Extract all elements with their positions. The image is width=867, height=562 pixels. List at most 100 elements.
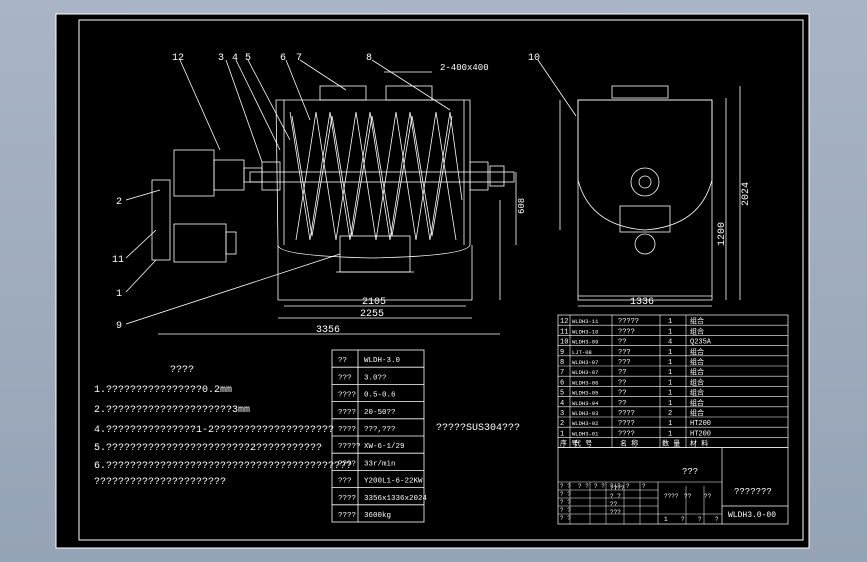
title-center: ??? xyxy=(682,467,698,477)
tb-scale-cell: ?? xyxy=(684,493,692,500)
bom-material: 组合 xyxy=(690,367,704,377)
bom-qty: 1 xyxy=(668,390,672,398)
tb-small-num: ? xyxy=(698,516,702,523)
tb-row-label: ? ? xyxy=(560,499,571,506)
tb-scale-cell: ???? xyxy=(664,493,679,500)
spec-label: ??? xyxy=(338,374,352,382)
spec-value: 20-50?? xyxy=(364,409,396,417)
tb-mid-cell: ? ? xyxy=(578,483,589,490)
spec-value: 33r/min xyxy=(364,460,396,468)
spec-value: XW-6-1/29 xyxy=(364,443,405,451)
part-labels: 12 3 4 5 6 7 8 10 2 11 1 9 xyxy=(112,53,540,332)
side-view xyxy=(537,59,741,307)
ribbon-agitator xyxy=(289,111,463,241)
side-bearing xyxy=(630,167,660,197)
bom-name: ?? xyxy=(618,369,626,377)
dimensions: 2-400x400 2105 2255 3356 1336 608 1200 2… xyxy=(316,63,752,336)
trough-outline xyxy=(275,99,471,259)
bom-qty: 1 xyxy=(668,369,672,377)
spec-label: ???? xyxy=(338,409,356,417)
tb-mid-label: ??? xyxy=(610,509,621,516)
right-bearing xyxy=(469,161,489,191)
bom-name: ????? xyxy=(618,318,639,326)
title-right: ??????? xyxy=(734,487,772,497)
bom-item-no: 7 xyxy=(560,369,564,377)
label-11: 11 xyxy=(112,255,124,266)
tb-row-label: ? ? xyxy=(560,483,571,490)
note-5: 6.??????????????????????????????????????… xyxy=(94,461,352,472)
label-3: 3 xyxy=(218,53,224,64)
tb-mid-cell: ?|? xyxy=(610,483,621,490)
bom-header-cell: 名 称 xyxy=(620,439,638,449)
bom-name: ?? xyxy=(618,339,626,347)
bom-qty: 1 xyxy=(668,420,672,428)
spec-label: ???? xyxy=(338,495,356,503)
label-5: 5 xyxy=(245,53,251,64)
bom-code: WLDH3-03 xyxy=(572,410,598,417)
note-6: ?????????????????????? xyxy=(94,477,226,488)
label-6: 6 xyxy=(280,53,286,64)
tb-mid-label: ? ? xyxy=(610,493,621,500)
bom-material: 组合 xyxy=(690,347,704,357)
bom-item-no: 1 xyxy=(560,430,564,438)
bom-header-cell: 序 号 xyxy=(560,439,578,449)
bom-qty: 1 xyxy=(668,328,672,336)
bom-material: 组合 xyxy=(690,357,704,367)
title-block-border xyxy=(557,447,789,525)
drawing-border xyxy=(78,19,804,541)
bom-item-no: 12 xyxy=(560,318,568,326)
label-1: 1 xyxy=(116,289,122,300)
bom-code: WLDH3-05 xyxy=(572,390,598,397)
notes-title: ???? xyxy=(170,365,194,376)
bom-item-no: 11 xyxy=(560,328,568,336)
bom-code: WLDH3-06 xyxy=(572,379,598,386)
bom-header-cell: 数 量 xyxy=(662,439,680,449)
bom-name: ???? xyxy=(618,420,635,428)
label-2: 2 xyxy=(116,197,122,208)
spec-label: ??? xyxy=(338,478,352,486)
bom-code: LJT-08 xyxy=(572,349,592,356)
dim-1200: 1200 xyxy=(717,222,728,246)
bom-code: WLDH3-09 xyxy=(572,339,598,346)
spec-value: 3600kg xyxy=(364,512,391,520)
spec-label: ???? xyxy=(338,512,356,520)
spec-label: ?? xyxy=(338,357,347,365)
tb-row-label: ? ? xyxy=(560,491,571,498)
tb-mid-cell: ? xyxy=(642,483,646,490)
side-trough xyxy=(577,99,713,231)
bom-qty: 1 xyxy=(668,379,672,387)
label-7: 7 xyxy=(296,53,302,64)
dim-608: 608 xyxy=(517,198,527,214)
note-2: 2.?????????????????????3mm xyxy=(94,405,250,416)
bom-material: HT200 xyxy=(690,430,711,438)
tb-row-label: ? ? xyxy=(560,515,571,522)
tb-mid-cell: ? xyxy=(626,483,630,490)
bom-item-no: 5 xyxy=(560,390,564,398)
bom-material: 组合 xyxy=(690,326,704,336)
drawing-number: WLDH3.0-00 xyxy=(728,511,776,520)
bom-item-no: 4 xyxy=(560,400,564,408)
bom-name: ???? xyxy=(618,410,635,418)
bom-name: ???? xyxy=(618,328,635,336)
bom-material: Q235A xyxy=(690,339,712,347)
bom-header-cell: 材 料 xyxy=(690,439,708,449)
tb-small-num: ? xyxy=(715,516,719,523)
tb-mid-label: ???? xyxy=(610,485,625,492)
bom-item-no: 6 xyxy=(560,379,564,387)
note-4: 5.????????????????????????2??????????? xyxy=(94,443,322,454)
bom-item-no: 8 xyxy=(560,359,564,367)
spec-value: 3.0?? xyxy=(364,374,387,382)
spec-value: 3356x1336x2024 xyxy=(364,495,428,503)
tb-mid-label: ?? xyxy=(610,501,618,508)
spec-value: WLDH-3.0 xyxy=(364,357,401,365)
dim-1336: 1336 xyxy=(630,297,654,308)
spec-label: ???? xyxy=(338,392,356,400)
bom-material: 组合 xyxy=(690,408,704,418)
bom-material: HT200 xyxy=(690,420,711,428)
bom-header-cell: 代 号 xyxy=(574,439,592,449)
dim-2255: 2255 xyxy=(360,309,384,320)
bom-code: WLDH3-11 xyxy=(572,318,599,325)
dim-inlet: 2-400x400 xyxy=(440,63,489,73)
bom-item-no: 9 xyxy=(560,349,564,357)
bom-item-no: 2 xyxy=(560,420,564,428)
